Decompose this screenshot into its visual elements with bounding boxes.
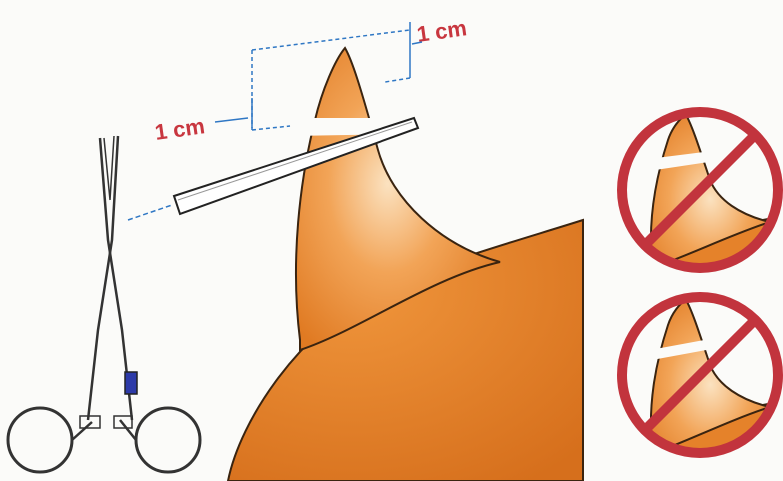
left-distance-label: 1 cm bbox=[153, 113, 206, 145]
measurement-guides bbox=[127, 22, 411, 221]
no-sign-icon bbox=[617, 107, 783, 273]
hemostat-forceps-icon bbox=[6, 135, 202, 474]
prohibited-example-2 bbox=[617, 292, 783, 458]
top-distance-label: 1 cm bbox=[415, 15, 468, 47]
top-label-leader bbox=[411, 41, 423, 45]
teat-tube bbox=[172, 116, 420, 216]
prohibited-example-1 bbox=[617, 107, 783, 273]
no-sign-icon bbox=[617, 292, 783, 458]
left-label-leader bbox=[214, 117, 249, 123]
forceps-band bbox=[124, 371, 138, 395]
